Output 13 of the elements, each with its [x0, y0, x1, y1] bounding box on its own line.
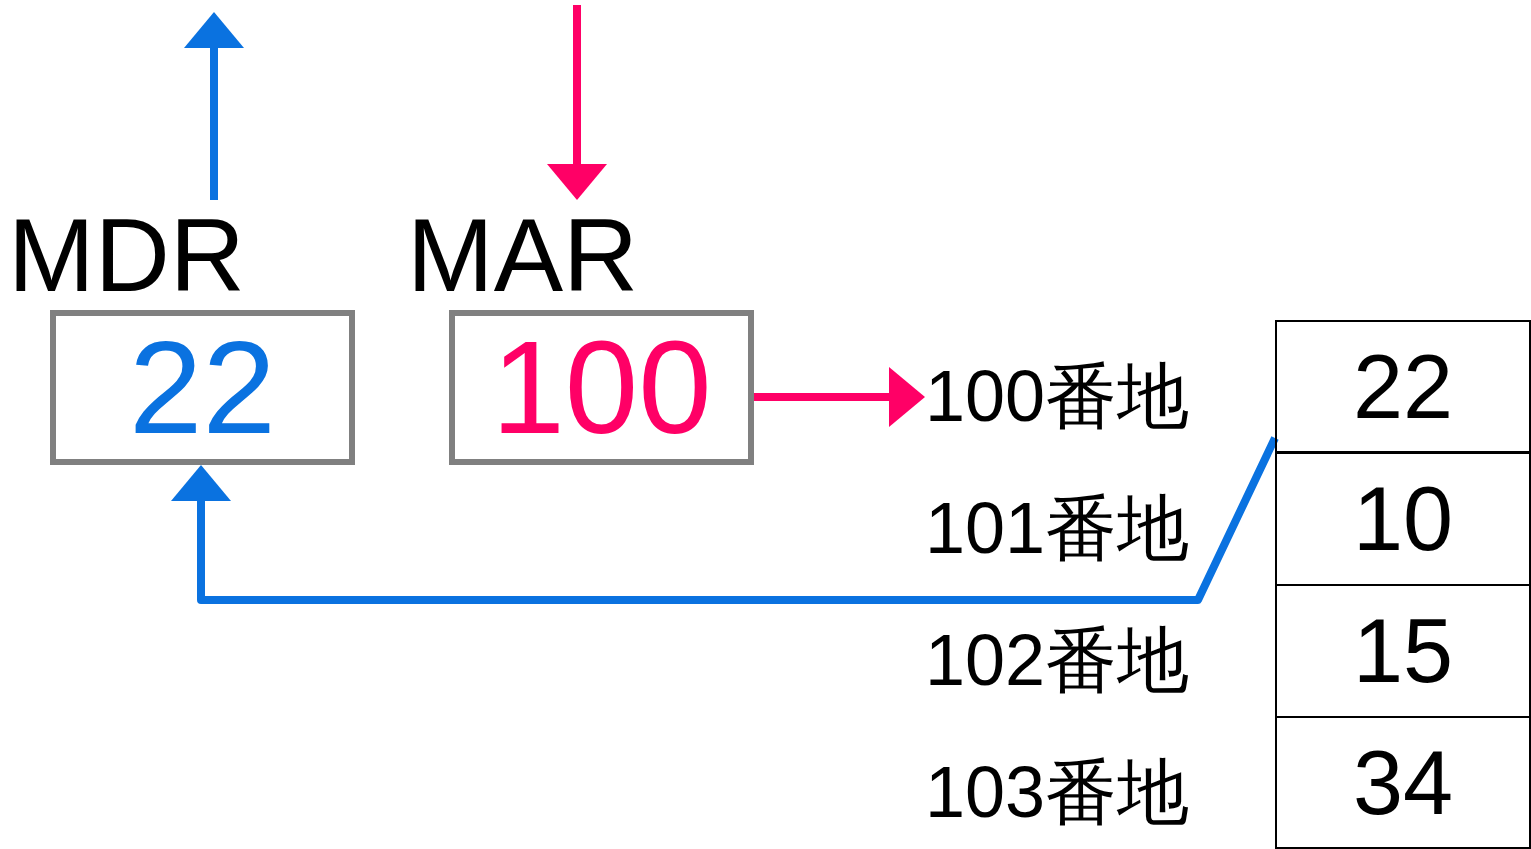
- address-label: 100番地: [925, 360, 1190, 432]
- address-label: 103番地: [925, 756, 1190, 828]
- memory-cell: 15: [1275, 584, 1531, 718]
- memory-cell: 22: [1275, 320, 1531, 453]
- memory-cell: 10: [1275, 452, 1531, 586]
- address-label: 102番地: [925, 624, 1190, 696]
- register-name: MDR: [8, 200, 245, 310]
- register-box: 22: [50, 310, 355, 465]
- register-name: MAR: [407, 200, 639, 310]
- address-label: 101番地: [925, 492, 1190, 564]
- arrow: [171, 436, 1279, 604]
- memory-cell: 34: [1275, 716, 1531, 849]
- register-box: 100: [449, 310, 754, 465]
